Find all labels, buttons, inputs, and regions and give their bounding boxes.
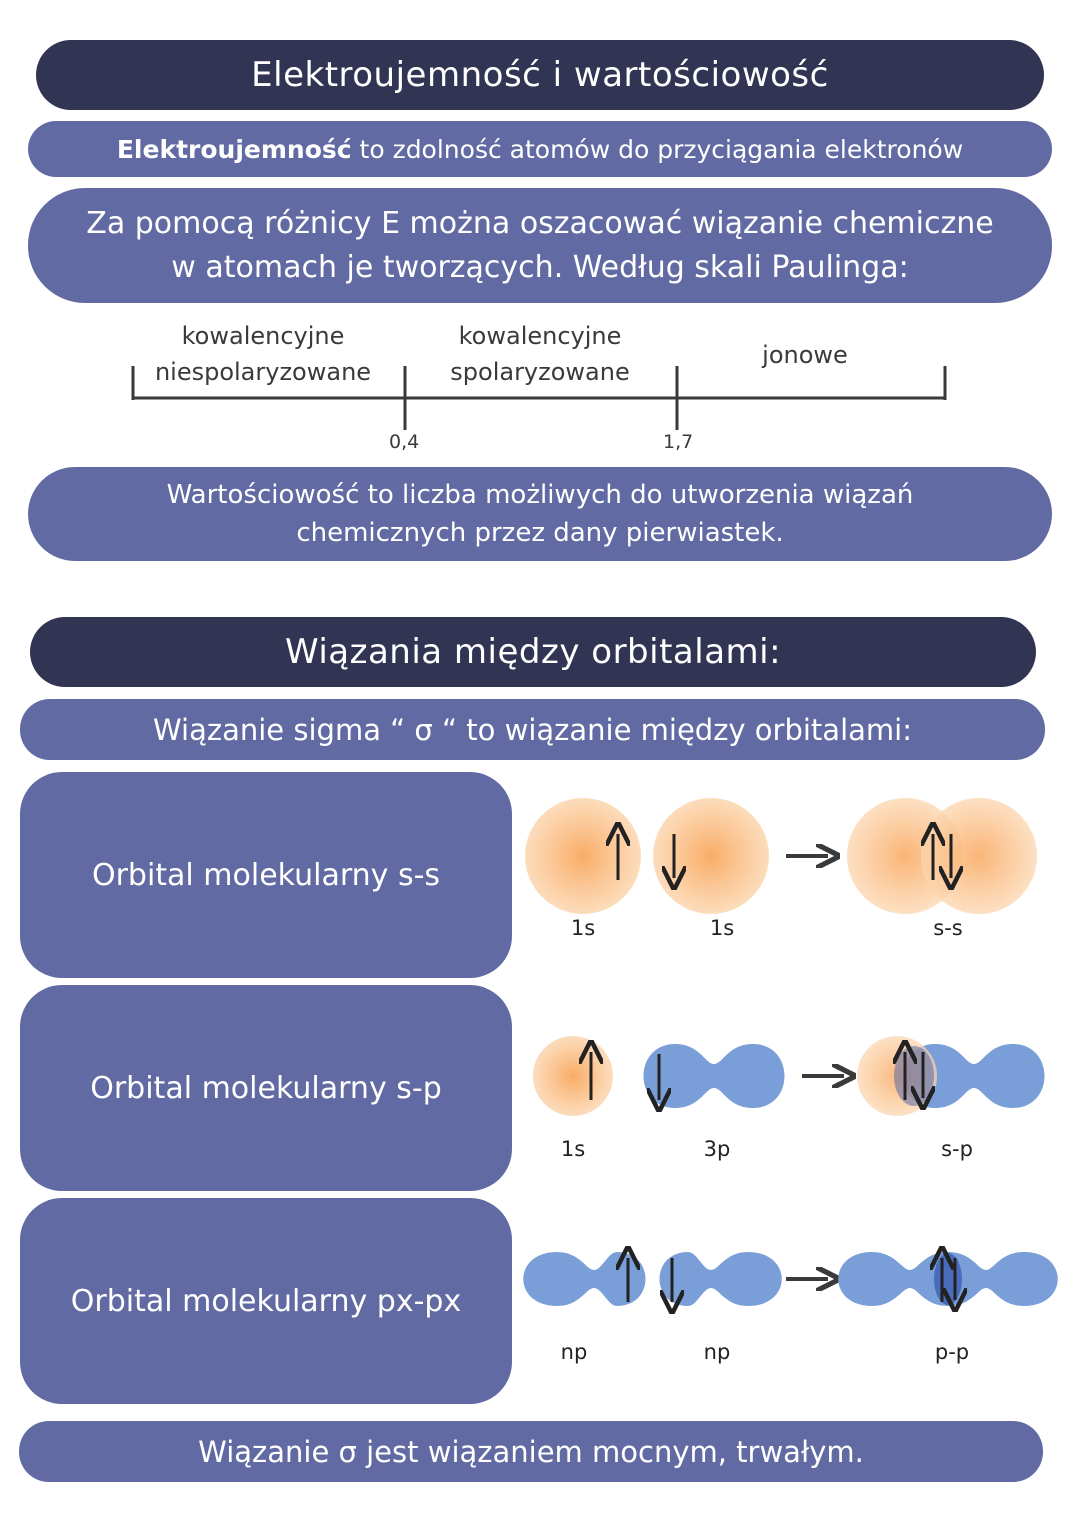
orbital-label-s-s: Orbital molekularny s-s (91, 857, 441, 893)
definition-text: Elektroujemność to zdolność atomów do pr… (117, 135, 963, 164)
definition-rest: to zdolność atomów do przyciągania elekt… (351, 134, 964, 164)
s-p-diagram (533, 1036, 1045, 1116)
valence-line-1: Wartościowość to liczba możliwych do utw… (166, 480, 914, 510)
label-row2-result: s-p (941, 1137, 973, 1161)
p-orbital-np-b (659, 1252, 782, 1306)
pauling-intro: Za pomocą różnicy E można oszacować wiąz… (28, 188, 1052, 303)
section-title-orbital-bonds: Wiązania między orbitalami: (30, 617, 1036, 687)
orbital-label-px-px: Orbital molekularny px-px (70, 1283, 462, 1319)
sigma-bond-intro: Wiązanie sigma “ σ “ to wiązanie między … (20, 699, 1045, 760)
label-row3-b: np (703, 1340, 731, 1364)
zone-nonpolar-line-2: niespolaryzowane (154, 358, 372, 386)
s-p-p-lobes (903, 1044, 1045, 1108)
label-row1-b: 1s (709, 916, 735, 940)
definition-bold: Elektroujemność (116, 134, 352, 164)
zone-nonpolar-label: kowalencyjne niespolaryzowane (132, 318, 394, 390)
p-orbital-np-a (523, 1252, 646, 1306)
orbital-box-s-s: Orbital molekularny s-s (20, 772, 512, 978)
s-s-diagram (525, 798, 1037, 914)
p-p-overlap (934, 1253, 962, 1305)
pauling-line-1: Za pomocą różnicy E można oszacować wiąz… (86, 205, 994, 241)
p-p-diagram (523, 1252, 1058, 1306)
s-orbital-1s-a (525, 798, 641, 914)
orbital-box-px-px: Orbital molekularny px-px (20, 1198, 512, 1404)
s-orbital-1s (533, 1036, 613, 1116)
s-s-orbital-right (921, 798, 1037, 914)
label-row3-a: np (560, 1340, 588, 1364)
label-row1-result: s-s (933, 916, 963, 940)
section-title-2-text: Wiązania między orbitalami: (284, 632, 782, 672)
orbital-label-s-p: Orbital molekularny s-p (90, 1070, 442, 1106)
zone-polar-label: kowalencyjne spolaryzowane (410, 318, 670, 390)
label-row2-b: 3p (703, 1137, 731, 1161)
sigma-footer-text: Wiązanie σ jest wiązaniem mocnym, trwały… (198, 1434, 864, 1469)
zone-ionic-text: jonowe (762, 341, 848, 369)
valence-definition: Wartościowość to liczba możliwych do utw… (28, 467, 1052, 561)
zone-polar-line-2: spolaryzowane (450, 358, 630, 386)
sigma-bond-text: Wiązanie sigma “ σ “ to wiązanie między … (153, 712, 912, 747)
s-orbital-1s-b (653, 798, 769, 914)
valence-line-2: chemicznych przez dany pierwiastek. (296, 518, 784, 548)
section-title-electronegativity: Elektroujemność i wartościowość (36, 40, 1044, 110)
section-title-text: Elektroujemność i wartościowość (251, 55, 829, 95)
electronegativity-definition: Elektroujemność to zdolność atomów do pr… (28, 121, 1052, 177)
tick-label-1-7: 1,7 (663, 431, 694, 453)
p-orbital-3p (643, 1044, 785, 1108)
zone-nonpolar-line-1: kowalencyjne (181, 322, 345, 350)
label-row3-result: p-p (934, 1340, 970, 1364)
tick-label-0-4: 0,4 (389, 431, 420, 453)
s-p-overlap (894, 1046, 934, 1106)
sigma-bond-footer: Wiązanie σ jest wiązaniem mocnym, trwały… (19, 1421, 1043, 1482)
zone-ionic-label: jonowe (690, 337, 920, 373)
label-row2-a: 1s (560, 1137, 586, 1161)
pauling-scale-axis (131, 366, 947, 430)
pauling-line-2: w atomach je tworzących. Według skali Pa… (171, 249, 909, 285)
zone-polar-line-1: kowalencyjne (458, 322, 622, 350)
orbital-box-s-p: Orbital molekularny s-p (20, 985, 512, 1191)
label-row1-a: 1s (570, 916, 596, 940)
